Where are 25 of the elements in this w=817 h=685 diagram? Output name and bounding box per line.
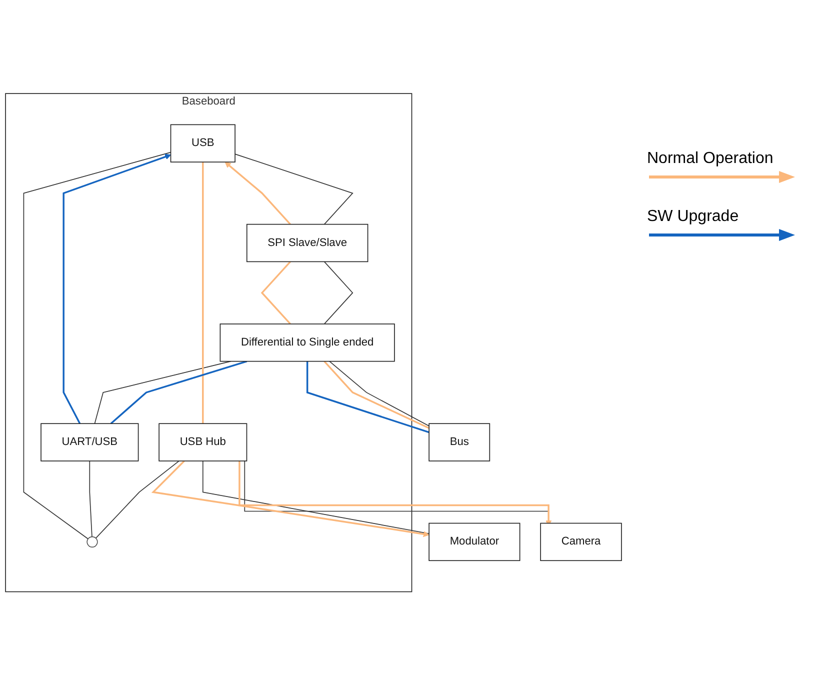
connector xyxy=(234,154,354,225)
connector xyxy=(94,360,232,424)
arrow xyxy=(62,154,172,424)
node-box: USB xyxy=(170,124,236,162)
node-box: SPI Slave/Slave xyxy=(246,224,368,262)
connector xyxy=(95,460,180,538)
node-box: UART/USB xyxy=(40,423,139,462)
legend-text: SW Upgrade xyxy=(647,208,740,226)
connector xyxy=(260,260,291,324)
node-box: Bus xyxy=(428,423,490,462)
node-box: Modulator xyxy=(428,522,520,561)
connector xyxy=(306,361,430,434)
node-switch xyxy=(86,536,98,548)
connector xyxy=(202,162,204,424)
connector xyxy=(110,360,248,424)
node-box: Camera xyxy=(540,522,622,561)
legend-text: Normal Operation xyxy=(647,150,774,168)
node-box: USB Hub xyxy=(158,423,248,462)
connector xyxy=(89,460,92,538)
connector xyxy=(202,460,430,534)
connector xyxy=(324,261,354,324)
arrow xyxy=(151,460,430,537)
arrow xyxy=(224,162,291,225)
node-box: Differential to Single ended xyxy=(220,323,395,362)
connector xyxy=(23,152,172,540)
